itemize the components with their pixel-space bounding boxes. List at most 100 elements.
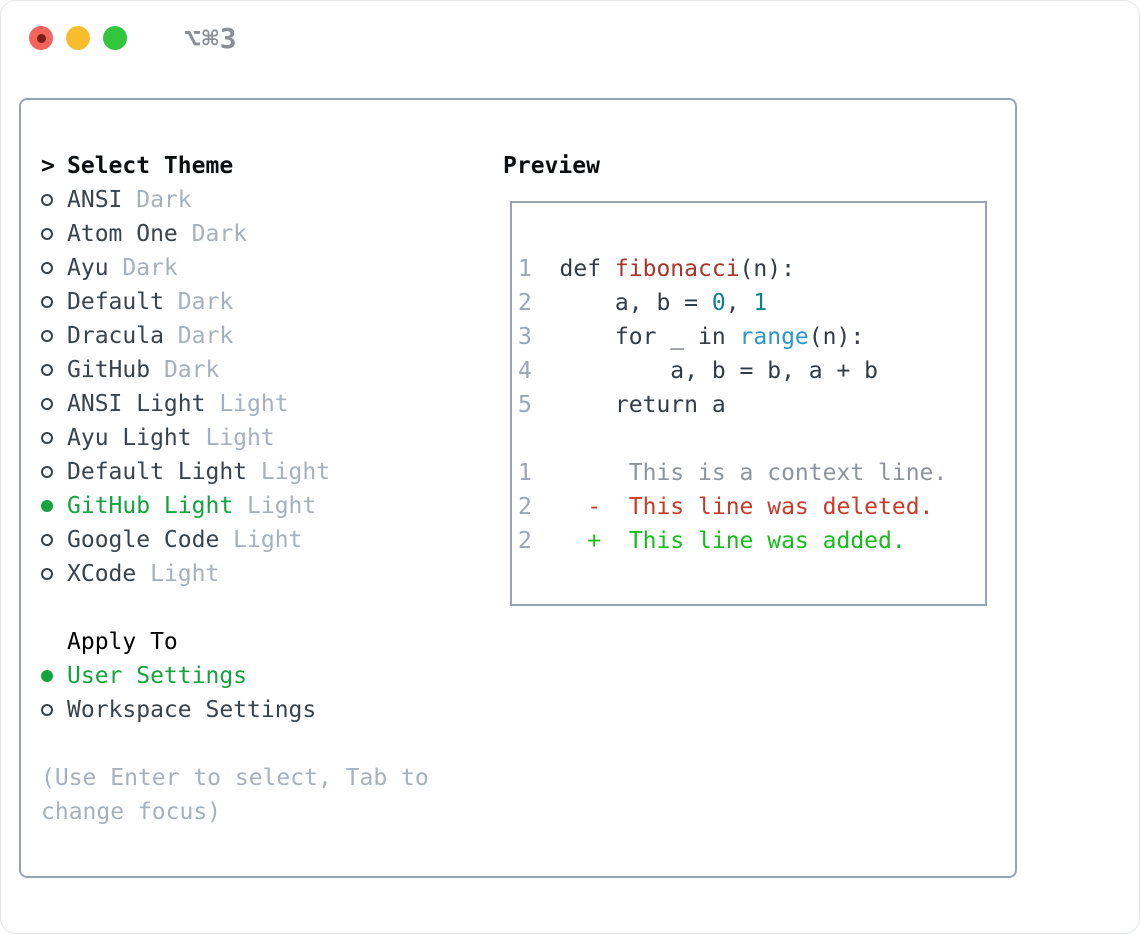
- theme-variant-badge: Light: [260, 459, 331, 485]
- minimize-button[interactable]: [66, 26, 90, 50]
- theme-name: ANSI: [67, 187, 123, 213]
- theme-variant-badge: Light: [233, 527, 303, 553]
- theme-option-default-light[interactable]: Default Light Light: [41, 455, 330, 489]
- radio-unselected-icon: [41, 364, 53, 376]
- theme-option-default[interactable]: Default Dark: [41, 285, 330, 319]
- theme-name: Dracula: [67, 323, 164, 349]
- code-segment-num: 1: [753, 290, 768, 316]
- theme-name: Default: [67, 289, 164, 315]
- help-text: (Use Enter to select, Tab to change focu…: [41, 761, 429, 829]
- apply-option-label: Workspace Settings: [67, 697, 317, 723]
- code-segment-code: ,: [725, 290, 754, 316]
- radio-cell: [41, 330, 67, 342]
- radio-cell: [41, 364, 67, 376]
- theme-name: Google Code: [67, 527, 220, 553]
- code-segment-code: a, b = b, a + b: [559, 358, 879, 384]
- theme-name: Atom One: [67, 221, 178, 247]
- theme-name: XCode: [67, 561, 137, 587]
- code-segment-func: fibonacci: [614, 256, 740, 282]
- radio-cell: [41, 670, 67, 682]
- theme-option-atom-one[interactable]: Atom One Dark: [41, 217, 330, 251]
- radio-unselected-icon: [41, 534, 53, 546]
- line-number: 3: [518, 324, 532, 350]
- line-number: 5: [518, 392, 532, 418]
- apply-to-title: Apply To: [67, 629, 178, 655]
- theme-variant-badge: Dark: [122, 255, 178, 281]
- close-indicator-icon: [36, 33, 46, 43]
- theme-variant-badge: Light: [150, 561, 220, 587]
- radio-unselected-icon: [41, 704, 53, 716]
- zoom-button[interactable]: [103, 26, 127, 50]
- code-line: 5 return a: [518, 388, 983, 422]
- apply-option-workspace-settings[interactable]: Workspace Settings: [41, 693, 316, 727]
- code-segment-code: (n):: [739, 256, 795, 282]
- radio-cell: [41, 466, 67, 478]
- line-number: 4: [518, 358, 532, 384]
- radio-cell: [41, 704, 67, 716]
- theme-name: Ayu: [67, 255, 109, 281]
- radio-selected-icon: [41, 500, 53, 512]
- line-number: 2: [518, 528, 532, 554]
- theme-name: Default Light: [67, 459, 248, 485]
- apply-to-header-row: Apply To: [41, 625, 316, 659]
- theme-name: GitHub Light: [67, 493, 234, 519]
- theme-variant-badge: Dark: [177, 289, 234, 315]
- diff-line-deleted: 2 - This line was deleted.: [518, 490, 983, 524]
- code-segment-call: range: [739, 324, 809, 350]
- select-theme-title: Select Theme: [67, 153, 234, 179]
- apply-option-user-settings[interactable]: User Settings: [41, 659, 316, 693]
- theme-variant-badge: Dark: [191, 221, 248, 247]
- radio-unselected-icon: [41, 194, 53, 206]
- select-theme-header: > Select Theme: [41, 149, 233, 183]
- radio-cell: [41, 262, 67, 274]
- diff-text: + This line was added.: [559, 528, 906, 554]
- theme-variant-badge: Light: [205, 425, 275, 451]
- titlebar: ⌥⌘3: [1, 1, 1139, 75]
- radio-unselected-icon: [41, 330, 53, 342]
- theme-variant-badge: Dark: [177, 323, 234, 349]
- line-number: 2: [518, 290, 532, 316]
- radio-unselected-icon: [41, 262, 53, 274]
- radio-cell: [41, 228, 67, 240]
- theme-option-ayu-light[interactable]: Ayu Light Light: [41, 421, 330, 455]
- theme-option-xcode[interactable]: XCode Light: [41, 557, 330, 591]
- code-line: 3 for _ in range(n):: [518, 320, 983, 354]
- theme-name: GitHub: [67, 357, 151, 383]
- radio-unselected-icon: [41, 228, 53, 240]
- radio-cell: [41, 432, 67, 444]
- code-line: 4 a, b = b, a + b: [518, 354, 983, 388]
- theme-option-google-code[interactable]: Google Code Light: [41, 523, 330, 557]
- radio-cell: [41, 194, 67, 206]
- theme-option-dracula[interactable]: Dracula Dark: [41, 319, 330, 353]
- diff-line-context: 1 This is a context line.: [518, 456, 983, 490]
- radio-unselected-icon: [41, 568, 53, 580]
- diff-line-added: 2 + This line was added.: [518, 524, 983, 558]
- code-line: 2 a, b = 0, 1: [518, 286, 983, 320]
- preview-title: Preview: [503, 153, 600, 179]
- theme-option-ayu[interactable]: Ayu Dark: [41, 251, 330, 285]
- line-number: 1: [518, 256, 532, 282]
- code-segment-code: return a: [559, 392, 726, 418]
- radio-cell: [41, 296, 67, 308]
- theme-name: Ayu Light: [67, 425, 192, 451]
- help-line: change focus): [41, 799, 222, 825]
- close-button[interactable]: [29, 26, 53, 50]
- help-line: (Use Enter to select, Tab to: [41, 765, 429, 791]
- radio-unselected-icon: [41, 466, 53, 478]
- diff-text: - This line was deleted.: [559, 494, 934, 520]
- radio-cell: [41, 500, 67, 512]
- radio-unselected-icon: [41, 432, 53, 444]
- window-shortcut-label: ⌥⌘3: [184, 21, 238, 55]
- line-number: 1: [518, 460, 532, 486]
- apply-option-label: User Settings: [67, 663, 248, 689]
